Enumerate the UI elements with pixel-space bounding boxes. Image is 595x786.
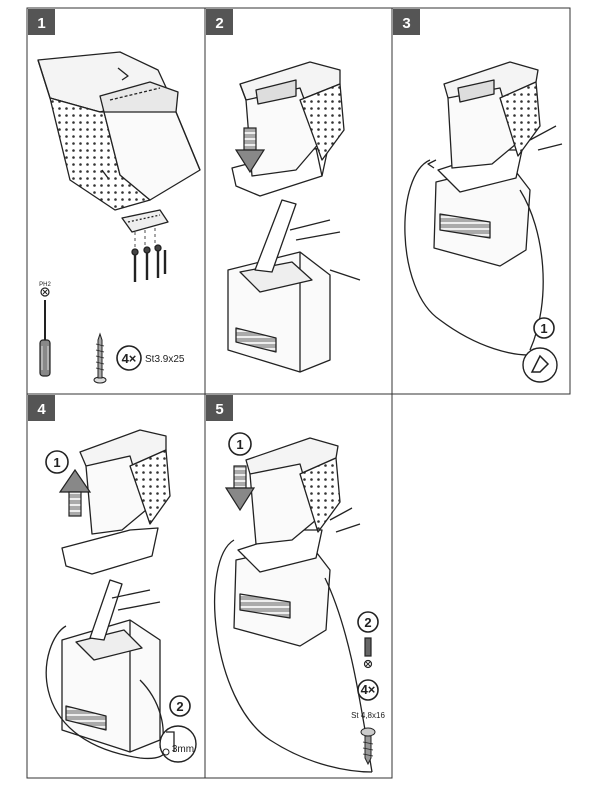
step-number-4: 4 [37, 401, 46, 418]
step-label-5: 5 [206, 395, 233, 421]
step-label-2: 2 [206, 9, 233, 35]
screw-spec-text: St3.9x25 [145, 354, 185, 365]
screwdriver-tip-label: PH2 [39, 282, 51, 288]
step-5-callout-1-text: 1 [236, 437, 243, 452]
panel-3-cable-routing [404, 61, 563, 356]
lift-up-arrow-icon [58, 468, 92, 517]
step-5-callout-2-text: 2 [364, 615, 371, 630]
step-number-3: 3 [402, 15, 410, 32]
step-4-callout-1-text: 1 [53, 455, 60, 470]
step-5-screw-quantity-badge: 4× [357, 679, 379, 701]
step-label-1: 1 [28, 9, 55, 35]
step-number-2: 2 [215, 15, 223, 32]
step-5-callout-2: 2 [357, 611, 379, 633]
step-4-callout-1: 1 [45, 450, 69, 474]
drill-size-text: 3mm [172, 744, 194, 755]
panel-2-armrest-on-console [227, 61, 361, 373]
clip-tool-badge [522, 347, 558, 383]
step-3-callout-1-text: 1 [540, 321, 547, 336]
push-down-arrow-icon [234, 127, 266, 174]
panel-1-armrest-assembly [37, 51, 201, 282]
step-5-callout-1: 1 [228, 432, 252, 456]
step-number-5: 5 [215, 401, 223, 418]
screw-icon [93, 332, 107, 384]
screw-quantity-badge: 4× [116, 345, 142, 371]
step-4-callout-2-text: 2 [176, 699, 183, 714]
step-5-screw-spec-text: St 4,8x16 [351, 711, 385, 720]
panel-4-lift-and-drill [45, 429, 171, 760]
panel-5-final-fixing [213, 437, 373, 773]
push-down-arrow-icon [224, 465, 256, 512]
drill-badge [159, 725, 197, 763]
screw-quantity-text: 4× [122, 351, 137, 366]
screwdriver-bit-icon [363, 637, 373, 669]
step-3-callout-1: 1 [533, 317, 555, 339]
step-label-3: 3 [393, 9, 420, 35]
tapping-screw-icon [360, 727, 376, 766]
panel-frames [26, 7, 571, 779]
step-number-1: 1 [37, 15, 45, 32]
screwdriver-icon [39, 287, 51, 377]
step-label-4: 4 [28, 395, 55, 421]
step-5-screw-quantity-text: 4× [361, 682, 376, 697]
step-4-callout-2: 2 [169, 695, 191, 717]
